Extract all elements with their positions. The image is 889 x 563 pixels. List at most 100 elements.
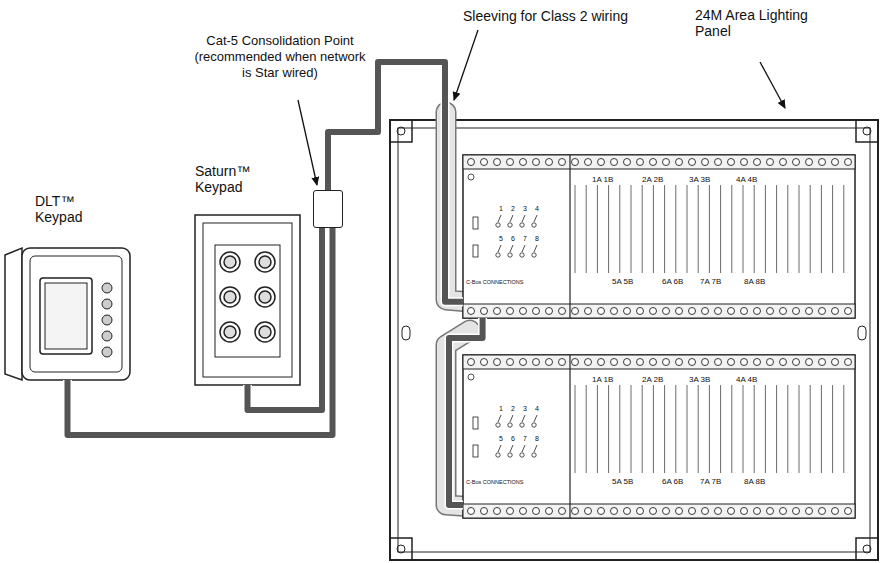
consolidation-point: Cat-5 Consolidation Point (recommended w… [313,190,343,228]
circle-stroke [637,308,644,315]
leader-lines [298,30,785,185]
circle-stroke [496,423,500,427]
terminal-label: C-Bus CONNECTIONS [466,279,523,285]
cable-outline [68,228,333,435]
circle-stroke [598,159,605,166]
line-stroke [843,185,844,273]
line-stroke [799,185,800,273]
circle-stroke [637,508,644,515]
terminal-label: 2A 2B [641,375,664,384]
cable-outline [248,228,323,410]
line-stroke [498,415,501,422]
line-stroke [586,385,587,473]
terminal-label: 4A 4B [735,375,758,384]
cable-outline [328,62,463,302]
line-stroke [510,415,513,422]
line-stroke [631,185,632,273]
terminal-label: 2 [511,205,515,213]
terminal-label: 3 [523,405,527,413]
circle-stroke [767,159,774,166]
circle-stroke [507,159,514,166]
saturn-keypad-drawing [195,215,300,385]
cat5-cable [328,62,463,302]
line-stroke [510,215,513,222]
panel-enclosure [390,120,878,560]
terminal-label: 5A 5B [611,477,634,486]
circle-stroke [780,159,787,166]
line-stroke [754,385,755,473]
line-stroke [675,385,676,473]
line-stroke [534,445,537,452]
line-stroke [821,385,822,473]
line-stroke [765,185,766,273]
circle-stroke [520,308,527,315]
terminal-label: 4 [535,405,539,413]
line-stroke [698,185,699,273]
circle-stroke [481,308,488,315]
circle-stroke [468,359,475,366]
line-stroke [522,445,525,452]
line-stroke [653,385,654,473]
cat5-cable [248,228,323,410]
line-stroke [698,385,699,473]
terminal-label: 4 [535,205,539,213]
circle-stroke [520,223,524,227]
line-stroke [653,185,654,273]
cat5-cable [68,228,333,435]
cable-core [328,62,463,302]
circle-stroke [793,359,800,366]
line-stroke [642,185,643,273]
line-stroke [664,385,665,473]
line-stroke [787,385,788,473]
line-stroke [720,385,721,473]
circle-stroke [559,359,566,366]
circle-stroke [494,508,501,515]
circle-stroke [832,308,839,315]
circle-stroke [806,359,813,366]
terminal-label: 1A 1B [591,175,614,184]
circle-stroke [533,508,540,515]
terminal-label: 6A 6B [661,477,684,486]
circle-stroke [689,359,696,366]
lighting-panel: 24M Area Lighting Panel1A 1B2A 2B3A 3B4A… [390,120,878,560]
circle-stroke [650,508,657,515]
din-module-body [463,355,855,518]
line-stroke [731,385,732,473]
terminal-label: 1A 1B [591,375,614,384]
circle-stroke [546,308,553,315]
circle-stroke [496,223,500,227]
circle-stroke [754,308,761,315]
part-label: DLT™ Keypad [35,193,115,225]
line-stroke [810,185,811,273]
circle-stroke [663,508,670,515]
din-modules [463,155,855,518]
line-stroke [586,185,587,273]
circle-stroke [494,308,501,315]
terminal-label: 6A 6B [661,277,684,286]
circle-stroke [663,308,670,315]
line-stroke [765,385,766,473]
circle-stroke [689,508,696,515]
line-stroke [619,385,620,473]
line-stroke [534,245,537,252]
circle-stroke [507,308,514,315]
circle-stroke [481,359,488,366]
circle-stroke [598,359,605,366]
line-stroke [720,185,721,273]
line-stroke [569,355,570,518]
din-module-row: 1A 1B2A 2B3A 3B4A 4B5A 5B6A 6B7A 7B8A 8B… [463,355,855,518]
circle-stroke [741,359,748,366]
line-stroke [743,185,744,273]
circle-stroke [585,359,592,366]
circle-stroke [598,308,605,315]
line-stroke [743,385,744,473]
circle-stroke [585,159,592,166]
circle-stroke [611,508,618,515]
terminal-label: 8A 8B [743,277,766,286]
circle-stroke [494,359,501,366]
circle-stroke [767,359,774,366]
circle-stroke [546,359,553,366]
line-stroke [631,385,632,473]
circle-stroke [572,508,579,515]
keypad: DLT™ Keypad [5,248,130,380]
